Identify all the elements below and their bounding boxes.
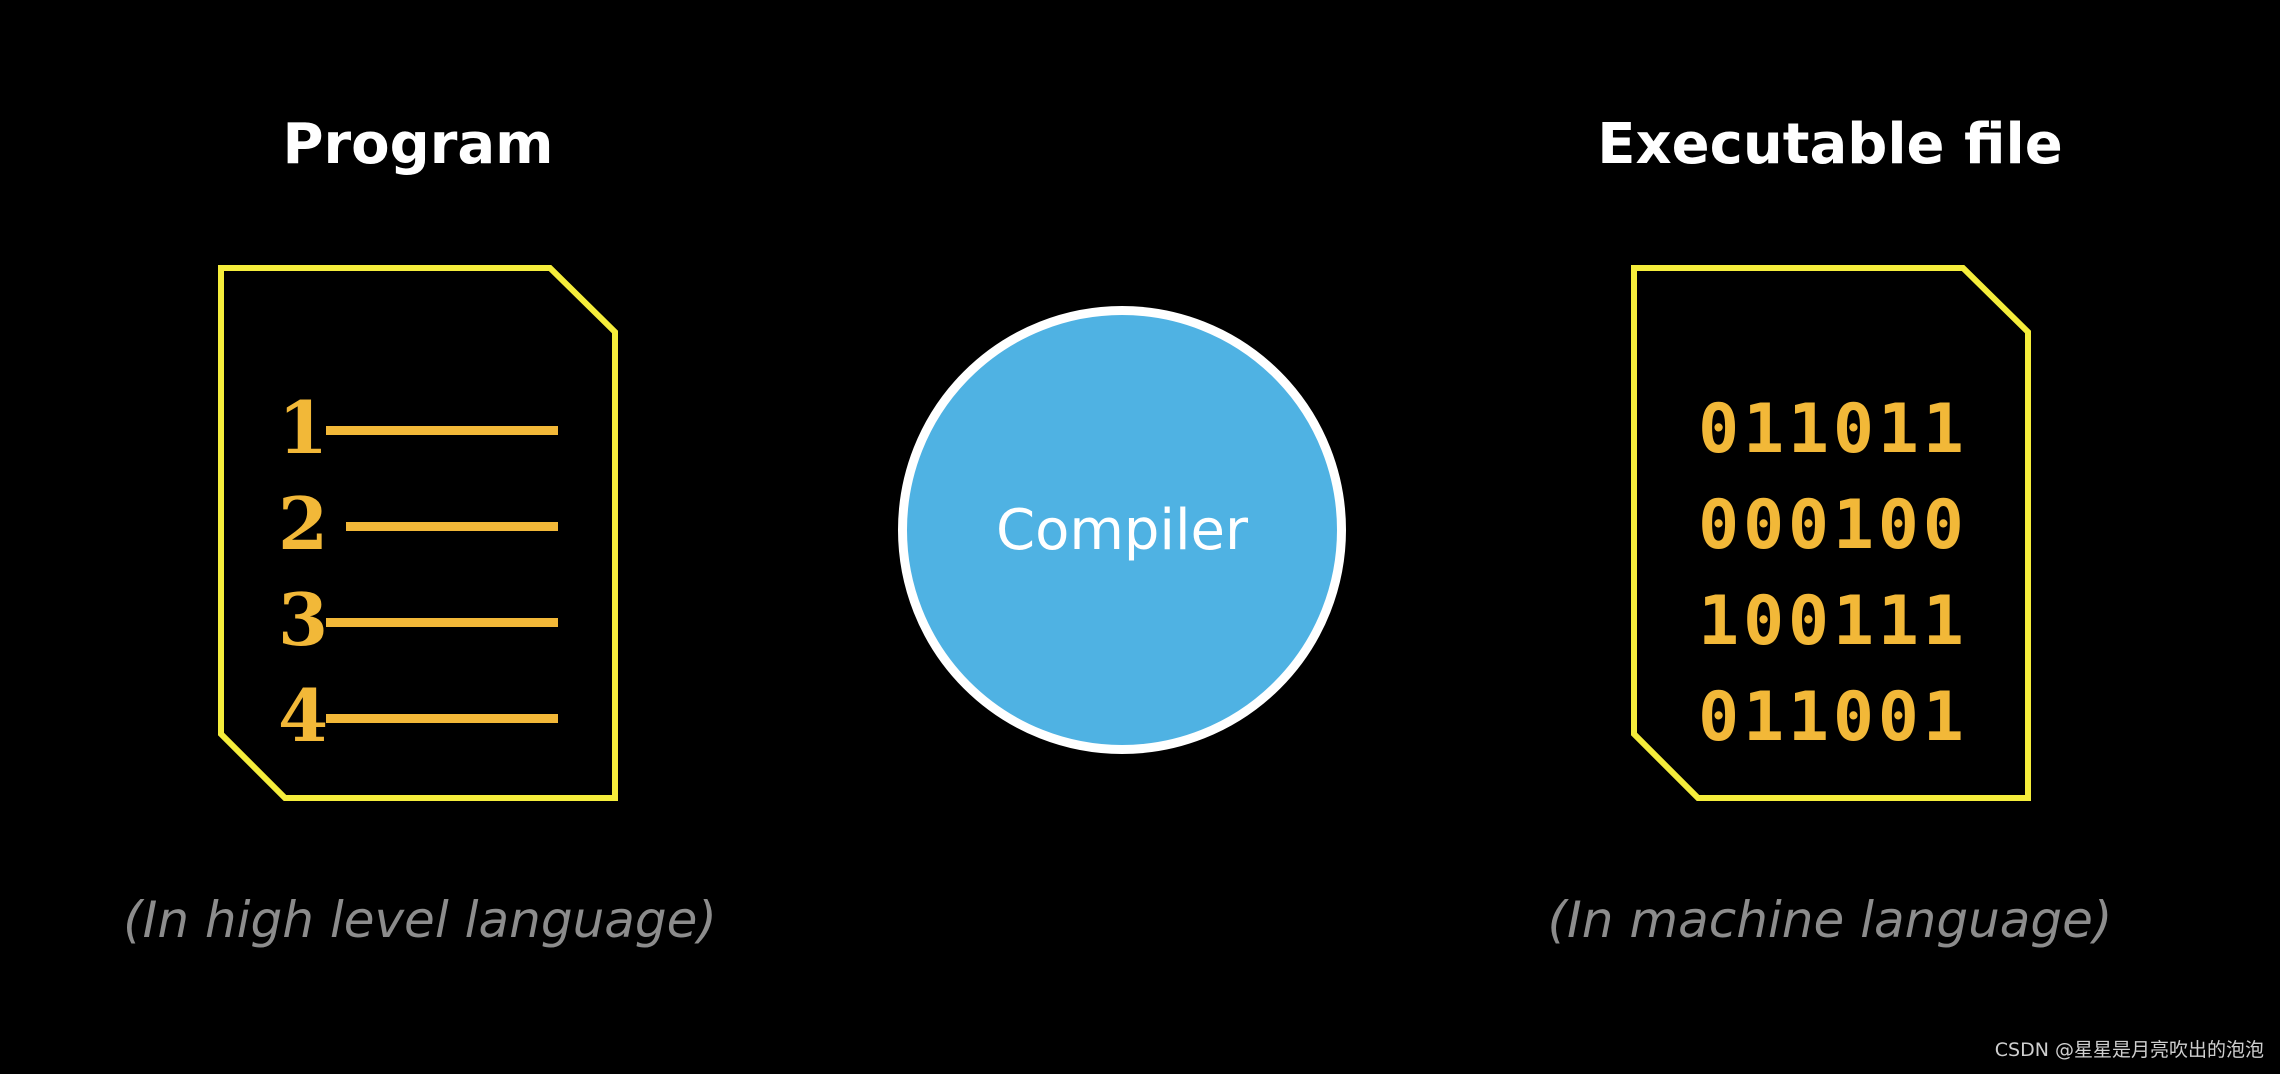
compiler-label: Compiler [995,497,1249,563]
executable-caption: (In machine language) [1547,891,2113,949]
line-number-2: 2 [278,481,329,566]
code-line-2 [346,522,558,531]
binary-line-4: 011001 [1698,678,1968,757]
code-line-1 [326,426,558,435]
binary-line-1: 011011 [1698,390,1968,469]
program-document-outline [218,265,618,801]
program-caption: (In high level language) [123,891,717,949]
code-line-4 [326,714,558,723]
compiler-circle: Compiler [898,306,1346,754]
program-title: Program [282,112,554,177]
executable-document-outline [1631,265,2031,801]
executable-file-title: Executable file [1597,112,2063,177]
line-number-3: 3 [278,577,329,662]
line-number-1: 1 [278,385,329,470]
csdn-watermark: CSDN @星星是月亮吹出的泡泡 [1994,1039,2264,1061]
line-number-4: 4 [278,673,329,758]
binary-line-2: 000100 [1698,486,1968,565]
binary-line-3: 100111 [1698,582,1968,661]
program-document: 1 2 3 4 [210,262,630,812]
code-line-3 [326,618,558,627]
executable-document: 011011 000100 100111 011001 [1623,262,2043,812]
